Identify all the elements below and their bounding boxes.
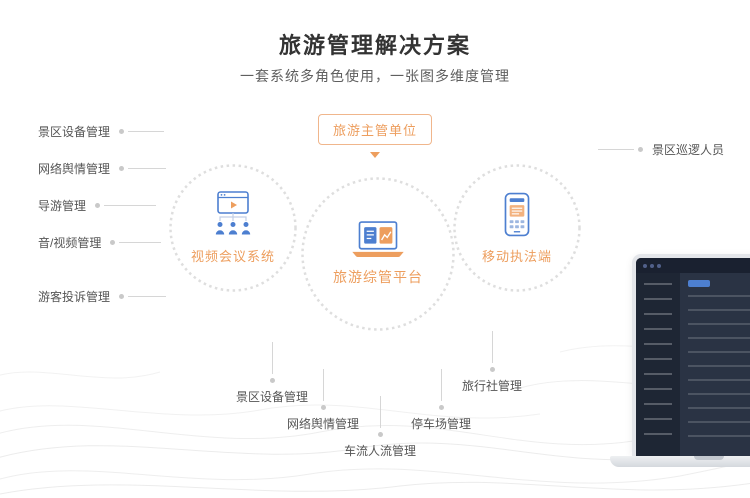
node-mobile-enforcement: 移动执法端 xyxy=(452,163,582,293)
bottom-label-parking: 停车场管理 xyxy=(411,369,471,432)
mockup-button xyxy=(688,280,710,287)
connector-dot xyxy=(489,367,495,372)
mockup-content-rows xyxy=(688,295,750,448)
left-label-scenic-equipment: 景区设备管理 xyxy=(38,123,165,139)
bottom-label-public-opinion: 网络舆情管理 xyxy=(287,369,359,432)
bottom-label-text: 景区设备管理 xyxy=(235,390,309,404)
mockup-sidebar xyxy=(636,273,680,456)
left-label-text: 网络舆情管理 xyxy=(38,161,111,176)
connector-dot xyxy=(320,405,326,410)
node-label-management-platform: 旅游综管平台 xyxy=(333,269,423,285)
connector-dot xyxy=(438,405,444,410)
connector-line xyxy=(128,295,167,297)
laptop-notch xyxy=(694,456,724,460)
laptop-dashboard-mockup xyxy=(632,254,750,456)
left-label-public-opinion: 网络舆情管理 xyxy=(38,160,167,176)
connector-dot xyxy=(110,239,116,245)
page-subtitle: 一套系统多角色使用，一张图多维度管理 xyxy=(240,68,510,84)
mockup-content xyxy=(680,273,750,456)
left-label-tour-guide: 导游管理 xyxy=(38,197,157,213)
connector-dot xyxy=(119,293,125,299)
connector-line xyxy=(271,342,273,374)
left-label-tourist-complaint: 游客投诉管理 xyxy=(38,288,167,304)
left-label-text: 音/视频管理 xyxy=(38,235,102,250)
bottom-label-text: 旅行社管理 xyxy=(461,379,523,393)
node-label-mobile-enforcement: 移动执法端 xyxy=(481,248,552,264)
bottom-label-scenic-equipment: 景区设备管理 xyxy=(236,342,308,405)
connector-line xyxy=(440,369,442,401)
laptop-base xyxy=(610,456,750,467)
connector-dot xyxy=(377,432,383,437)
bottom-label-traffic-flow: 车流人流管理 xyxy=(344,396,416,459)
bottom-label-text: 停车场管理 xyxy=(410,417,472,431)
node-label-video-conference: 视频会议系统 xyxy=(190,249,275,264)
bottom-label-text: 网络舆情管理 xyxy=(286,417,360,431)
bottom-label-travel-agency: 旅行社管理 xyxy=(462,331,522,394)
node-management-platform: 旅游综管平台 xyxy=(300,176,456,332)
laptop-chart-icon xyxy=(352,221,404,257)
mockup-dot-icon xyxy=(643,263,647,268)
connector-line xyxy=(322,369,324,401)
connector-dot xyxy=(95,202,101,208)
video-conference-icon xyxy=(215,191,251,235)
mockup-dot-icon xyxy=(650,263,654,268)
top-badge-tourism-authority: 旅游主管单位 xyxy=(317,114,433,145)
dashed-ring xyxy=(169,164,297,292)
left-label-text: 导游管理 xyxy=(38,198,87,213)
connector-line xyxy=(491,331,493,363)
left-label-text: 景区设备管理 xyxy=(38,124,111,139)
connector-dot xyxy=(269,378,275,383)
connector-dot xyxy=(638,146,643,152)
connector-line xyxy=(128,130,165,132)
left-label-text: 游客投诉管理 xyxy=(38,289,111,304)
connector-dot xyxy=(119,128,125,134)
mockup-sidebar-rows xyxy=(644,283,672,448)
connector-dot xyxy=(119,165,125,171)
left-label-audio-video: 音/视频管理 xyxy=(38,234,162,250)
bottom-label-text: 车流人流管理 xyxy=(343,444,417,458)
connector-line xyxy=(379,396,381,428)
right-label-patrol-staff: 景区巡逻人员 xyxy=(598,141,724,157)
down-arrow-icon xyxy=(370,152,380,158)
connector-line xyxy=(128,167,167,169)
right-label-text: 景区巡逻人员 xyxy=(652,142,725,157)
connector-line xyxy=(104,204,157,206)
connector-line xyxy=(119,241,162,243)
connector-line xyxy=(598,148,634,150)
node-video-conference: 视频会议系统 xyxy=(168,163,298,293)
mockup-titlebar xyxy=(636,258,750,273)
dashed-ring xyxy=(301,177,455,331)
handheld-terminal-icon xyxy=(504,192,530,236)
dashed-ring xyxy=(453,164,581,292)
mockup-dot-icon xyxy=(657,263,661,268)
page-title: 旅游管理解决方案 xyxy=(278,33,471,58)
